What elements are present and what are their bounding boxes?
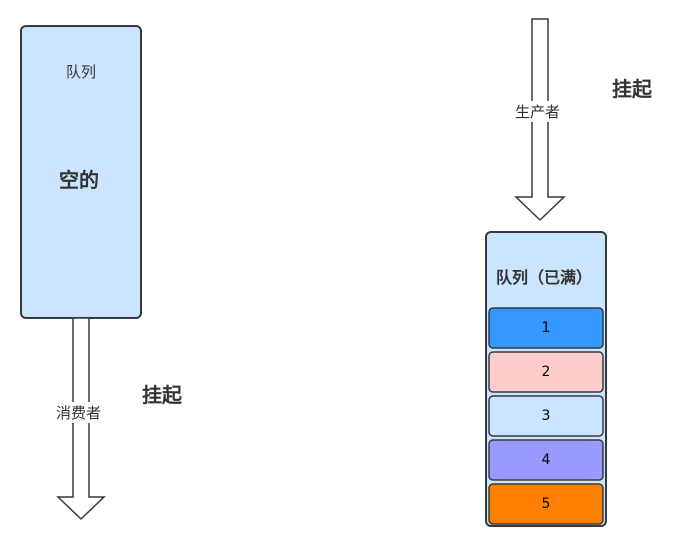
producer-label: 生产者 [515,101,561,122]
queue-item-4 [488,439,604,481]
queue-item-1 [488,307,604,349]
consumer-suspend-label: 挂起 [142,383,182,407]
queue-item-label-4: 4 [542,452,551,468]
queue-item-3 [488,395,604,437]
consumer-label: 消费者 [56,402,102,423]
queue-item-label-3: 3 [542,408,551,424]
full-queue-label: 队列（已满） [496,268,593,287]
queue-item-label-1: 1 [542,320,551,336]
producer-suspend-label: 挂起 [612,77,652,101]
queue-items: 1 2 3 4 5 [488,307,604,525]
queue-item-label-5: 5 [542,496,551,512]
queue-item-5 [488,483,604,525]
queue-item-label-2: 2 [542,364,551,380]
left-queue-label: 队列 [66,63,97,81]
queue-item-2 [488,351,604,393]
empty-label: 空的 [59,168,99,192]
